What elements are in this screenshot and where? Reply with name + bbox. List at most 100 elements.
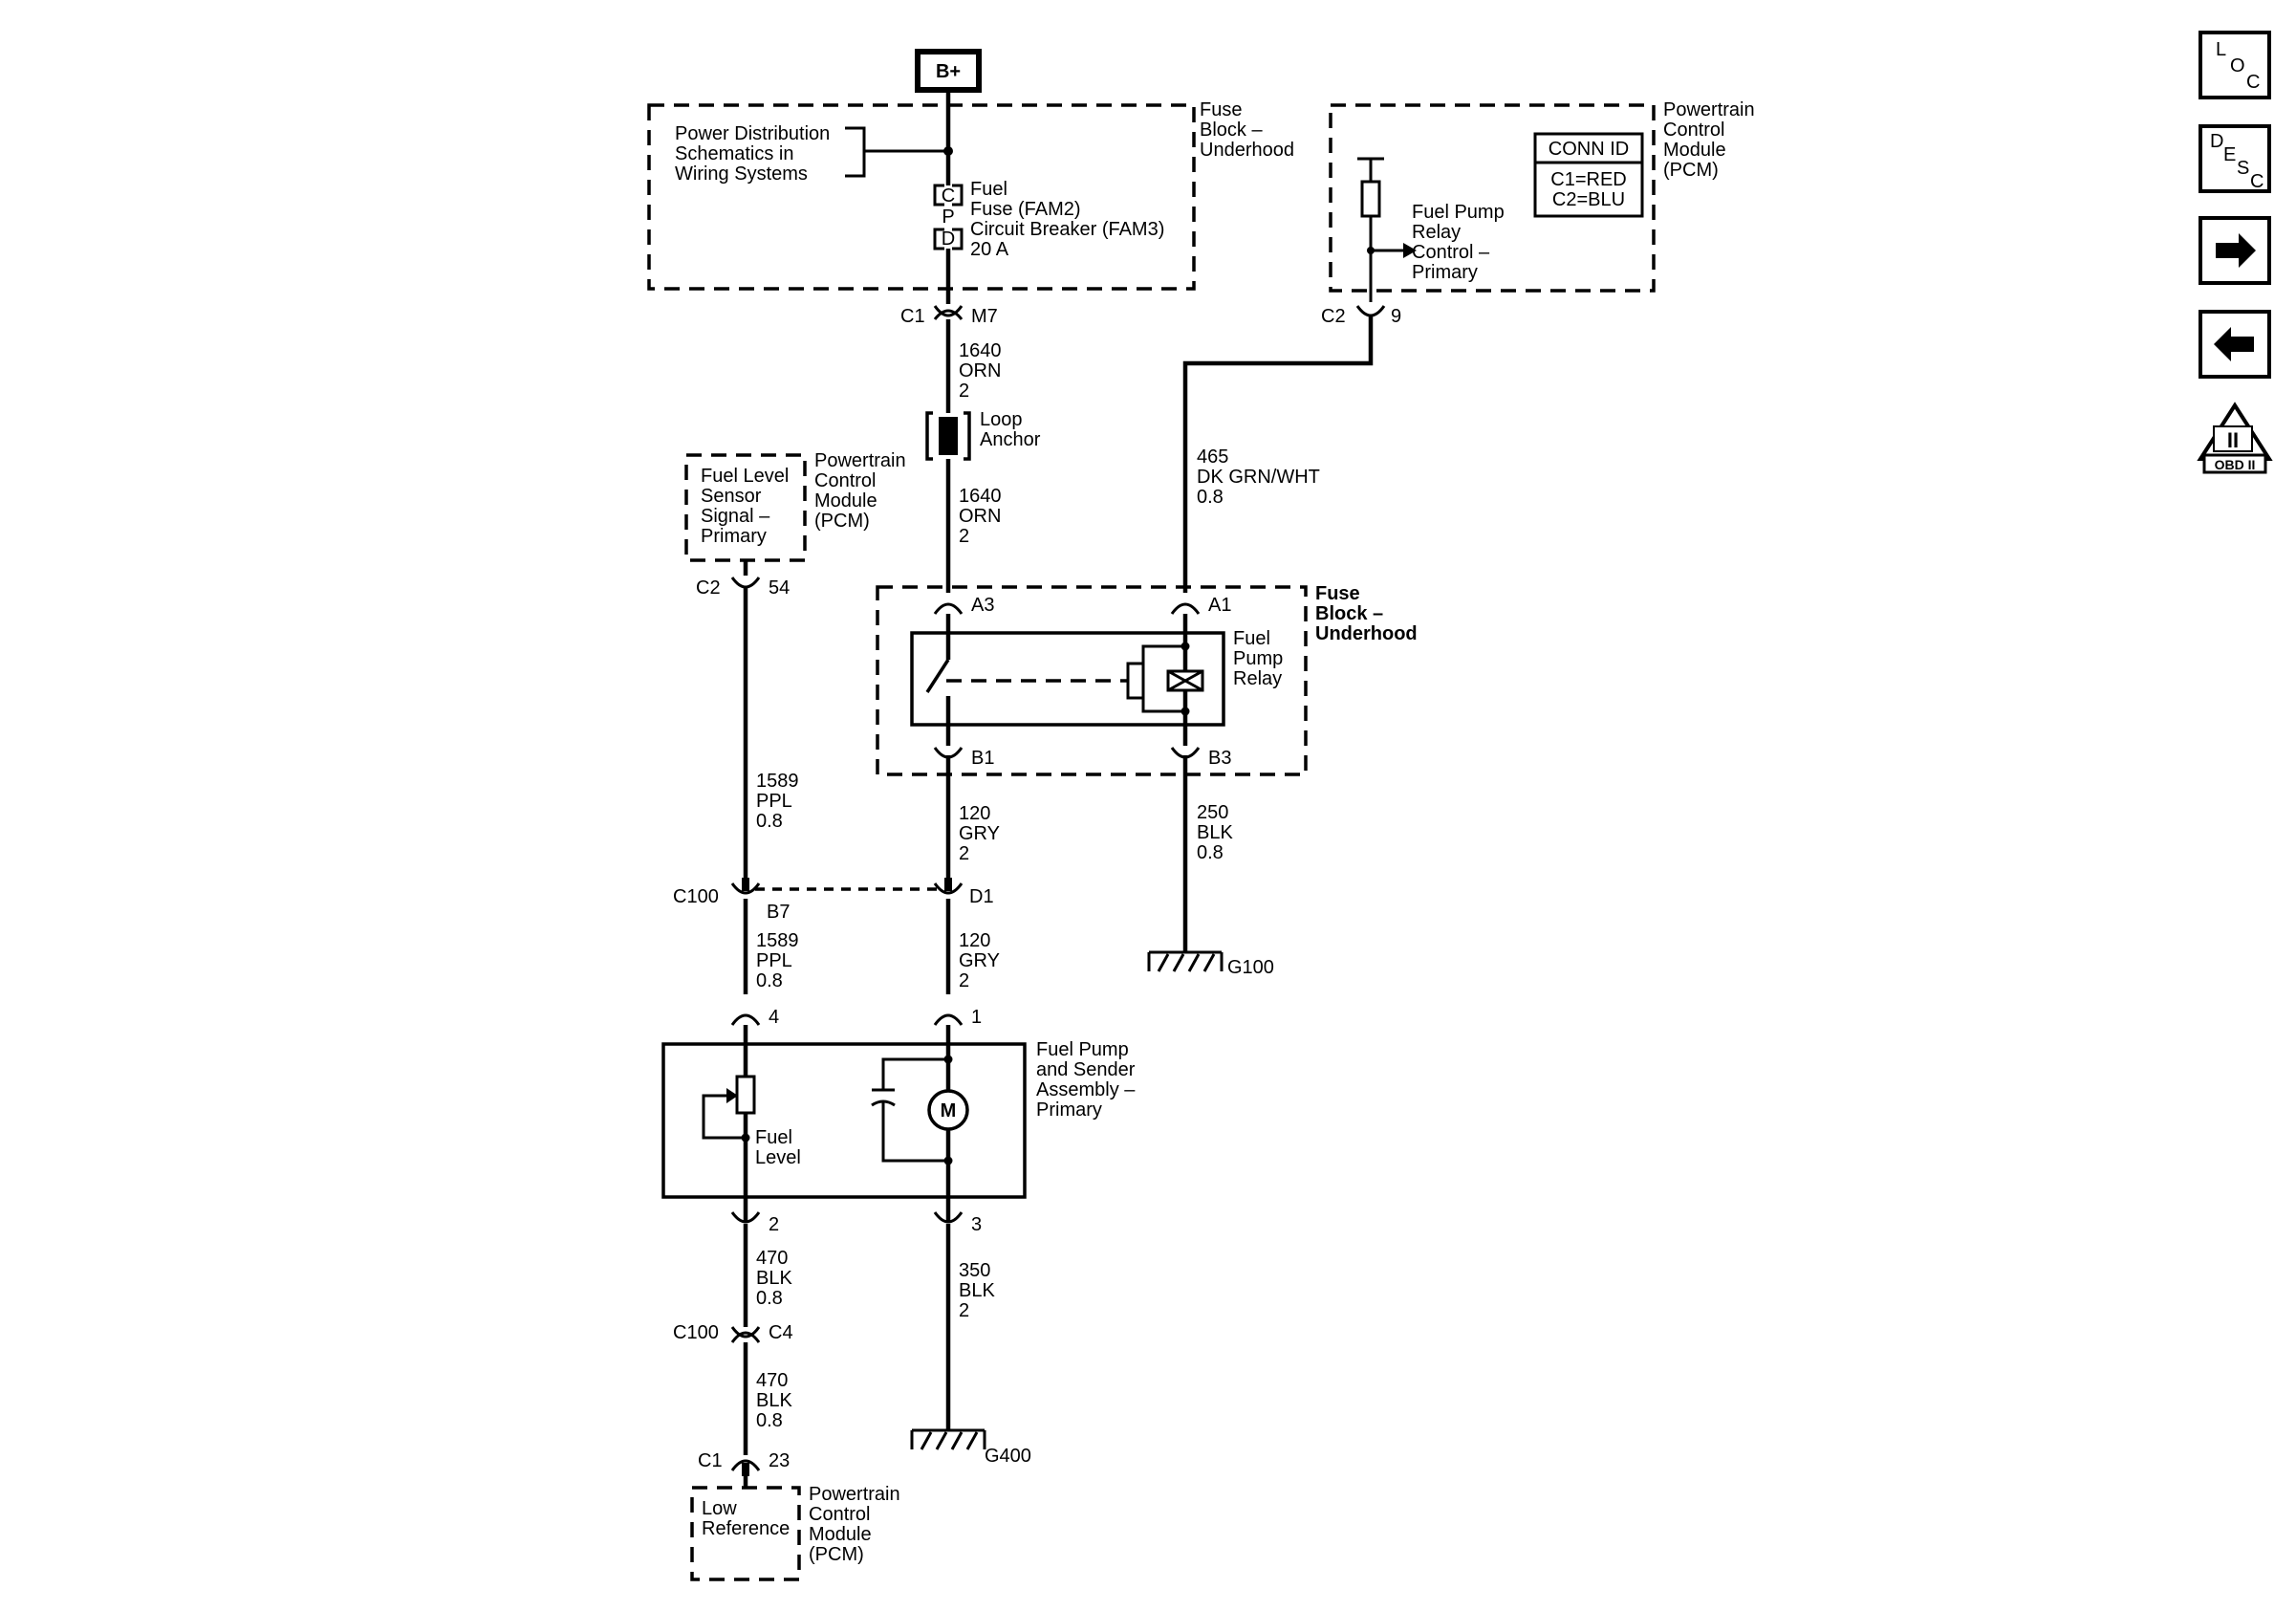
wire-120b-gauge: 2: [959, 970, 969, 991]
wire-1589a-color: PPL: [756, 791, 792, 812]
fuse-block-name-1: Fuse: [1200, 99, 1242, 120]
wire-120a-num: 120: [959, 803, 990, 824]
arrow-right-icon: [2216, 233, 2256, 268]
pump-name-3: Assembly –: [1036, 1079, 1136, 1100]
wire-1589b-color: PPL: [756, 950, 792, 971]
conn-id-line-2: C2=BLU: [1552, 189, 1625, 210]
pcm-low-name-4: (PCM): [809, 1544, 864, 1565]
loop-anchor-label-1: Loop: [980, 409, 1023, 430]
desc-letter-s: S: [2237, 158, 2249, 179]
desc-letter-c: C: [2250, 171, 2264, 192]
pin-23-label: 23: [769, 1450, 790, 1471]
wire-470a-gauge: 0.8: [756, 1288, 783, 1309]
wire-250-num: 250: [1197, 802, 1228, 823]
pin-m7-label: M7: [971, 306, 998, 327]
pcm-low-name-3: Module: [809, 1524, 872, 1545]
wire-1640b-color: ORN: [959, 506, 1001, 527]
ground-g400-label: G400: [985, 1446, 1031, 1467]
cpd-letter-p: P: [942, 207, 954, 228]
wire-1589a-gauge: 0.8: [756, 811, 783, 832]
relay-ctrl-label-3: Control –: [1412, 242, 1490, 263]
wire-470a-num: 470: [756, 1248, 788, 1269]
battery-label: B+: [936, 61, 961, 82]
conn-c2-sensor-label: C2: [696, 577, 721, 599]
pcm-sensor-name-2: Control: [814, 470, 876, 491]
wire-1640a-gauge: 2: [959, 381, 969, 402]
pin-3-label: 3: [971, 1214, 982, 1235]
pcm-sensor-name-1: Powertrain: [814, 450, 906, 471]
wire-250-color: BLK: [1197, 822, 1233, 843]
pds-ref-3: Wiring Systems: [675, 163, 808, 185]
connector-a1: [1170, 602, 1201, 615]
pin-b1-label: B1: [971, 748, 994, 769]
wire-470a-color: BLK: [756, 1268, 792, 1289]
relay-label-3: Relay: [1233, 668, 1282, 689]
wire-350-color: BLK: [959, 1280, 995, 1301]
c100-top-label: C100: [673, 886, 719, 907]
ground-g100-label: G100: [1227, 957, 1274, 978]
conn-c2-label: C2: [1321, 306, 1346, 327]
pin-9-label: 9: [1391, 306, 1401, 327]
pin-a3-label: A3: [971, 595, 994, 616]
fuse-block-underhood-top: Fuse Block – Underhood Power Distributio…: [647, 99, 1294, 291]
pds-ref-1: Power Distribution: [675, 123, 830, 144]
nav-obd-ii-button[interactable]: II OBD II: [2197, 402, 2273, 474]
pcm-top-name-3: Module: [1663, 140, 1726, 161]
relay-ctrl-label-1: Fuel Pump: [1412, 202, 1505, 223]
pcm-low-name-2: Control: [809, 1504, 870, 1525]
conn-c1-label: C1: [900, 306, 925, 327]
wire-465-dk-grn-wht: [1182, 316, 1374, 593]
pcm-sensor-name-3: Module: [814, 490, 877, 512]
relay-label-1: Fuel: [1233, 628, 1270, 649]
pcm-sensor-box-4: Primary: [701, 526, 767, 547]
cpd-letter-d: D: [942, 229, 955, 250]
nav-previous-button[interactable]: [2199, 310, 2271, 379]
wire-1640a-num: 1640: [959, 340, 1002, 361]
nav-location-button[interactable]: L O C: [2199, 31, 2271, 99]
wire-470b-num: 470: [756, 1370, 788, 1391]
loop-anchor: Loop Anchor: [925, 409, 1041, 461]
pin-54-label: 54: [769, 577, 790, 599]
connector-c100-bottom: C100 C4: [673, 1322, 793, 1343]
relay-label-2: Pump: [1233, 648, 1283, 669]
loc-letter-c: C: [2246, 72, 2260, 93]
pcm-sensor-name-4: (PCM): [814, 511, 870, 532]
fuse-block-name-3: Underhood: [1200, 140, 1294, 161]
nav-next-button[interactable]: [2199, 216, 2271, 285]
connector-pin-1: [933, 1013, 964, 1026]
fuel-level-label-1: Fuel: [755, 1127, 792, 1148]
wire-1640b-gauge: 2: [959, 526, 969, 547]
ground-g100-symbol: G100: [1147, 950, 1274, 978]
wire-350-gauge: 2: [959, 1300, 969, 1321]
wire-465-num: 465: [1197, 446, 1228, 468]
obd-mark: II: [2227, 428, 2239, 452]
obd-label: OBD II: [2215, 457, 2256, 472]
pcm-top-name-1: Powertrain: [1663, 99, 1755, 120]
conn-id-header: CONN ID: [1549, 139, 1629, 160]
pcm-sensor-box-2: Sensor: [701, 486, 762, 507]
pcm-sensor-box-3: Signal –: [701, 506, 770, 527]
pin-d1-label: D1: [969, 886, 994, 907]
pump-name-1: Fuel Pump: [1036, 1039, 1129, 1060]
connector-c2-9: C2 9: [1321, 305, 1401, 327]
wire-350-num: 350: [959, 1260, 990, 1281]
nav-description-button[interactable]: D E S C: [2199, 124, 2271, 193]
arrow-left-icon: [2214, 327, 2254, 361]
ground-g400-symbol: G400: [910, 1428, 1031, 1467]
pcm-low-name-1: Powertrain: [809, 1484, 900, 1505]
pump-name-4: Primary: [1036, 1099, 1102, 1121]
wire-120a-gauge: 2: [959, 843, 969, 864]
connector-a3: [933, 602, 964, 615]
pcm-low-reference: C1 23 Low Reference Powertrain Control M…: [690, 1450, 900, 1581]
wire-250-gauge: 0.8: [1197, 842, 1224, 863]
relay-ctrl-label-2: Relay: [1412, 222, 1461, 243]
pcm-top: Powertrain Control Module (PCM) CONN ID …: [1329, 99, 1755, 302]
pin-c4-label: C4: [769, 1322, 793, 1343]
connector-pin-2: [730, 1211, 761, 1224]
connector-pin-4: [730, 1013, 761, 1026]
conn-c1-low-label: C1: [698, 1450, 723, 1471]
connector-c100-top: C100 B7 D1: [673, 878, 994, 923]
wire-1589b-num: 1589: [756, 930, 799, 951]
fuel-level-label-2: Level: [755, 1147, 801, 1168]
wire-1589b-gauge: 0.8: [756, 970, 783, 991]
